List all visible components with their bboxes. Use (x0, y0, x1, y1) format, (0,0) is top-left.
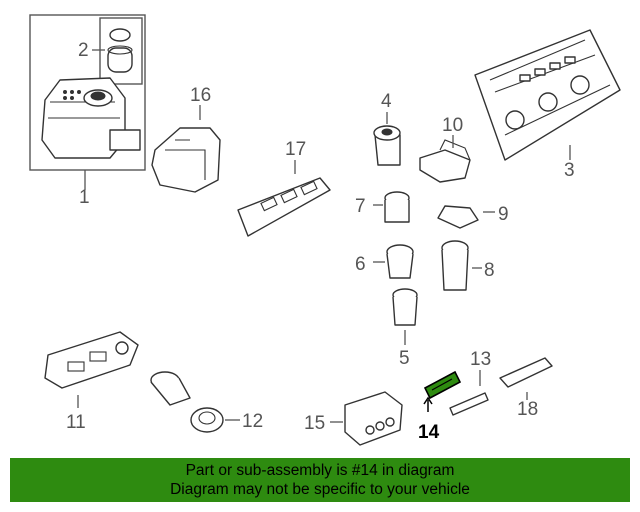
part-15-switch-block (330, 391, 403, 446)
part-8-socket (441, 240, 482, 291)
callout-5: 5 (399, 348, 410, 369)
part-7-socket (373, 191, 410, 223)
callout-9: 9 (498, 204, 509, 225)
callout-18: 18 (517, 399, 538, 420)
callout-15: 15 (304, 413, 325, 434)
part-4-switch (373, 112, 401, 166)
part-11-usb-panel (44, 331, 139, 408)
banner-line-part: Part or sub-assembly is #14 in diagram (185, 462, 455, 479)
part-18-trim (499, 357, 553, 400)
part-10-bezel (419, 135, 471, 183)
callout-17: 17 (285, 139, 306, 160)
part-3-climate-panel (474, 29, 621, 161)
part-17-switch-panel (237, 160, 331, 237)
part-5-socket (392, 288, 418, 345)
part-2-knob (92, 28, 133, 73)
callout-14: 14 (418, 422, 440, 443)
info-banner: Part or sub-assembly is #14 in diagram D… (10, 458, 630, 502)
part-2-inset-frame (99, 17, 143, 85)
part-1-frame (29, 14, 146, 171)
part-1-gear-selector (29, 14, 146, 190)
callout-1: 1 (79, 187, 90, 208)
callout-2: 2 (78, 40, 89, 61)
callout-10: 10 (442, 115, 463, 136)
callout-11: 11 (66, 412, 86, 433)
callout-7: 7 (355, 196, 366, 217)
part-12-lighter-socket (150, 371, 240, 433)
callout-4: 4 (381, 91, 392, 112)
callout-13: 13 (470, 349, 491, 370)
parts-diagram: 1 2 3 4 5 6 7 8 9 10 11 12 13 14 15 16 1… (29, 14, 621, 446)
banner-line-disclaimer: Diagram may not be specific to your vehi… (170, 481, 470, 498)
part-16-bracket (151, 105, 221, 193)
part-13-trim (449, 370, 489, 416)
callout-8: 8 (484, 260, 495, 281)
part-9-cap (437, 205, 495, 229)
callout-6: 6 (355, 254, 366, 275)
callout-3: 3 (564, 160, 575, 181)
part-14-highlighted (423, 370, 462, 412)
part-6-socket (373, 244, 414, 279)
callout-12: 12 (242, 411, 263, 432)
callout-16: 16 (190, 85, 211, 106)
